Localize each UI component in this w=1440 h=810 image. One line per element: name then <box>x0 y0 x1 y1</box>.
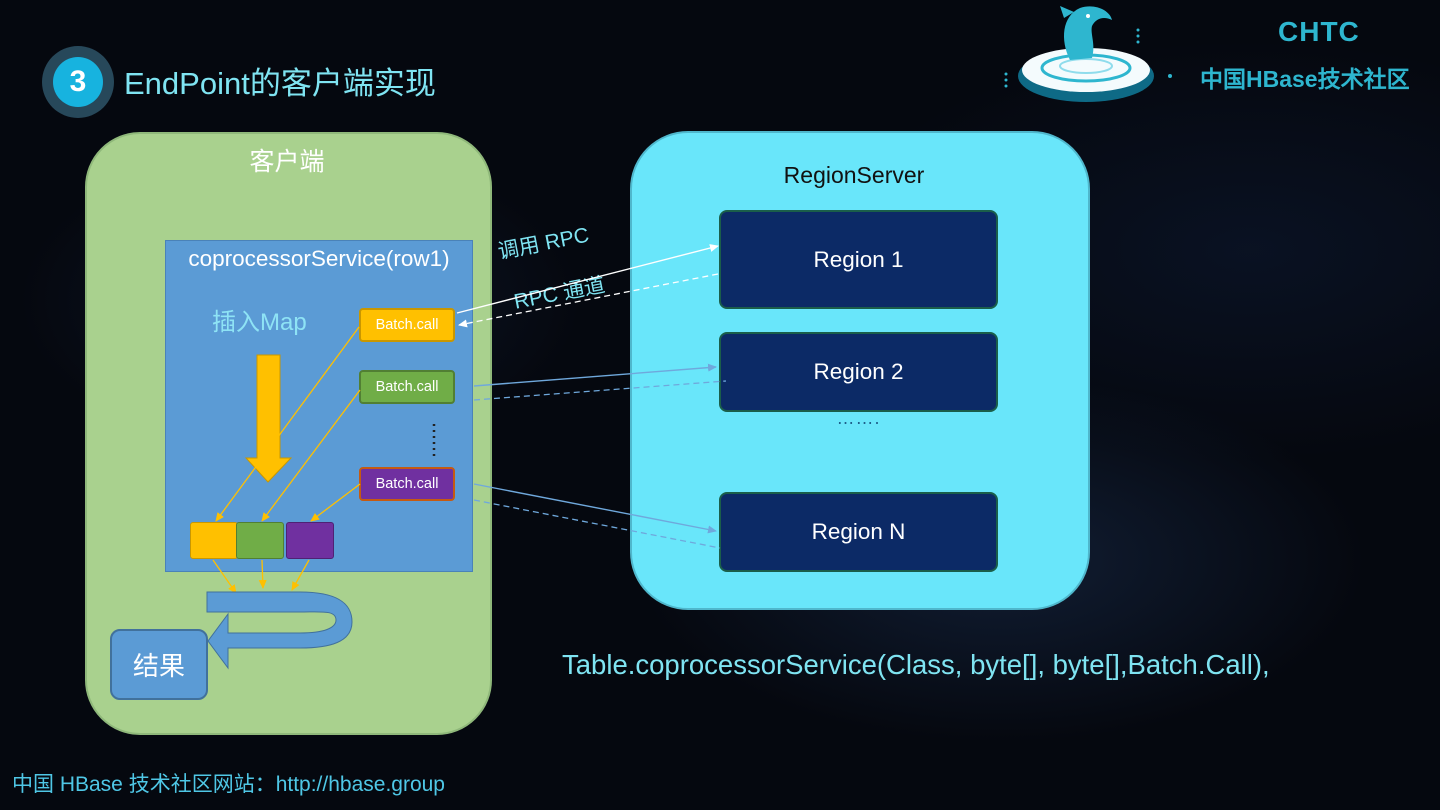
client-label: 客户端 <box>249 148 325 176</box>
whale-logo-icon <box>1004 6 1172 102</box>
region-2-box: Region 2 <box>719 332 998 412</box>
map-entry-purple <box>286 522 334 559</box>
step-number-badge: 3 <box>42 46 114 118</box>
region-1-box: Region 1 <box>719 210 998 309</box>
region-ellipsis: ……. <box>836 408 881 428</box>
insert-map-label: 插入Map <box>212 309 307 336</box>
batch-call-yellow: Batch.call <box>359 308 455 342</box>
map-entry-green <box>236 522 284 559</box>
result-box: 结果 <box>110 629 208 700</box>
api-signature: Table.coprocessorService(Class, byte[], … <box>562 649 1270 680</box>
brand-title: CHTC <box>1278 16 1360 47</box>
batch-call-purple: Batch.call <box>359 467 455 501</box>
step-number: 3 <box>53 57 103 107</box>
slide-title: EndPoint的客户端实现 <box>124 66 436 101</box>
batch-call-green: Batch.call <box>359 370 455 404</box>
footer-site-link[interactable]: 中国 HBase 技术社区网站：http://hbase.group <box>12 773 445 796</box>
map-entry-yellow <box>190 522 238 559</box>
coprocessor-service-label: coprocessorService(row1) <box>188 246 450 271</box>
brand-subtitle: 中国HBase技术社区 <box>1200 66 1410 92</box>
region-n-box: Region N <box>719 492 998 572</box>
region-server-label: RegionServer <box>783 162 925 188</box>
